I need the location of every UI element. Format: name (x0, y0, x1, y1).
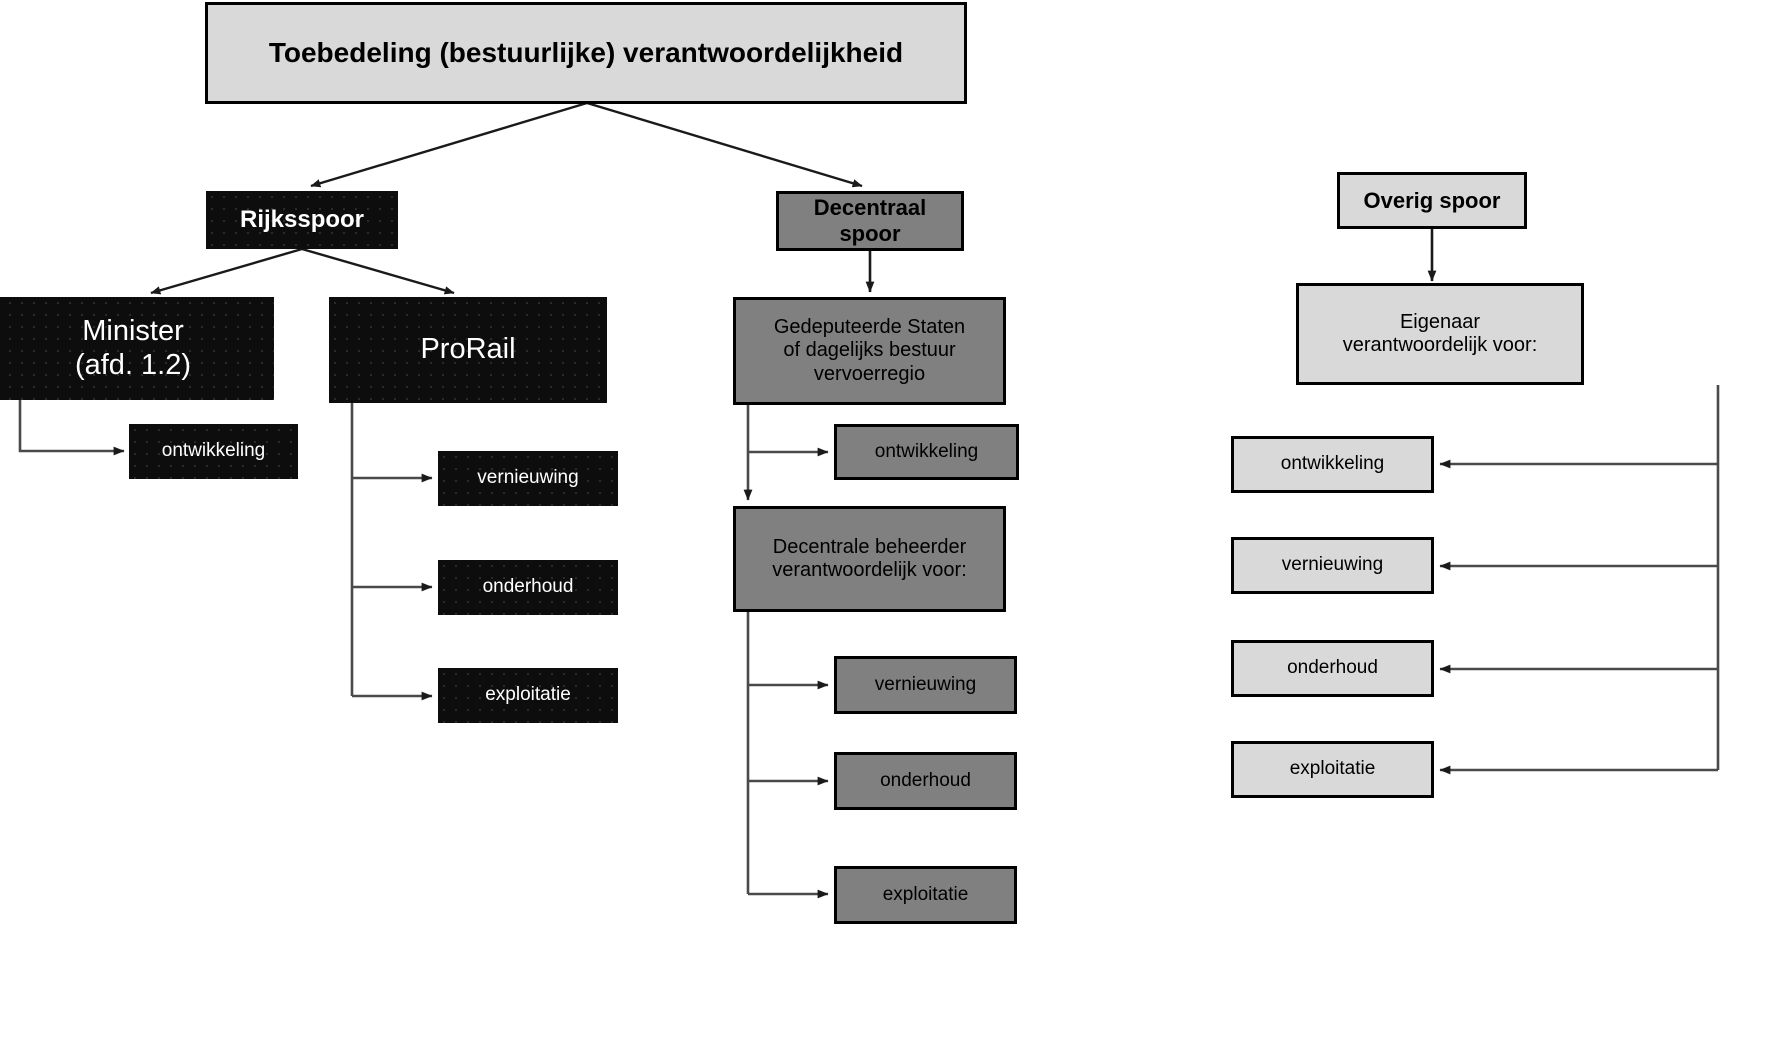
node-title[interactable]: Toebedeling (bestuurlijke) verantwoordel… (205, 2, 967, 104)
node-prorail-onderhoud[interactable]: onderhoud (438, 560, 618, 615)
node-title-label: Toebedeling (bestuurlijke) verantwoordel… (268, 36, 904, 68)
node-beheerder-vernieuwing[interactable]: vernieuwing (834, 656, 1017, 714)
node-decentrale-beheerder[interactable]: Decentrale beheerder verantwoordelijk vo… (733, 506, 1006, 612)
node-beheerder-onderhoud-label: onderhoud (880, 769, 971, 791)
node-beheerder-vernieuwing-label: vernieuwing (874, 673, 977, 695)
node-decentrale-beheerder-line2: verantwoordelijk voor: (772, 559, 967, 581)
node-eigenaar[interactable]: Eigenaar verantwoordelijk voor: (1296, 283, 1584, 385)
node-eigenaar-vernieuwing-label: vernieuwing (1281, 554, 1384, 576)
node-minister-label: Minister (afd. 1.2) (0, 315, 274, 382)
node-gedeputeerde-staten-line2: of dagelijks bestuur (783, 339, 956, 362)
node-prorail-exploitatie[interactable]: exploitatie (438, 668, 618, 723)
node-minister[interactable]: Minister (afd. 1.2) (0, 297, 274, 400)
node-decentrale-beheerder-label: Decentrale beheerder verantwoordelijk vo… (736, 536, 1003, 582)
node-gedeputeerde-staten[interactable]: Gedeputeerde Staten of dagelijks bestuur… (733, 297, 1006, 405)
node-beheerder-onderhoud[interactable]: onderhoud (834, 752, 1017, 810)
node-prorail-vernieuwing[interactable]: vernieuwing (438, 451, 618, 506)
node-eigenaar-exploitatie[interactable]: exploitatie (1231, 741, 1434, 798)
node-prorail-onderhoud-label: onderhoud (482, 576, 574, 598)
node-gedeputeerde-staten-line3: vervoerregio (813, 362, 926, 385)
node-decentraal-spoor[interactable]: Decentraal spoor (776, 191, 964, 251)
node-beheerder-exploitatie-label: exploitatie (882, 883, 969, 905)
node-beheerder-exploitatie[interactable]: exploitatie (834, 866, 1017, 924)
connector-minister-to-ontwikkeling (18, 400, 125, 456)
node-gedeputeerde-staten-line1: Gedeputeerde Staten (773, 316, 966, 339)
node-eigenaar-label: Eigenaar verantwoordelijk voor: (1299, 311, 1581, 357)
node-gedeputeerde-staten-label: Gedeputeerde Staten of dagelijks bestuur… (736, 316, 1003, 386)
node-eigenaar-ontwikkeling-label: ontwikkeling (1280, 453, 1385, 475)
node-gedeputeerde-ontwikkeling-label: ontwikkeling (874, 440, 979, 462)
connector-rijksspoor-to-prorail (301, 247, 455, 295)
node-overig-spoor-label: Overig spoor (1363, 187, 1501, 213)
node-rijksspoor-label: Rijksspoor (239, 206, 365, 234)
node-minister-ontwikkeling-label: ontwikkeling (161, 440, 266, 462)
node-prorail-exploitatie-label: exploitatie (485, 684, 571, 706)
node-minister-line2: (afd. 1.2) (74, 348, 192, 381)
connector-rijksspoor-to-minister (150, 247, 303, 295)
node-prorail-label: ProRail (420, 333, 516, 366)
node-minister-line1: Minister (82, 314, 184, 347)
node-gedeputeerde-ontwikkeling[interactable]: ontwikkeling (834, 424, 1019, 480)
node-eigenaar-line2: verantwoordelijk voor: (1342, 334, 1538, 356)
node-eigenaar-vernieuwing[interactable]: vernieuwing (1231, 537, 1434, 594)
node-eigenaar-onderhoud-label: onderhoud (1287, 657, 1378, 679)
node-decentraal-spoor-line1: Decentraal (813, 195, 927, 221)
node-rijksspoor[interactable]: Rijksspoor (206, 191, 398, 249)
node-eigenaar-ontwikkeling[interactable]: ontwikkeling (1231, 436, 1434, 493)
connector-title-to-rijksspoor (310, 101, 588, 188)
node-decentraal-spoor-line2: spoor (839, 221, 901, 246)
node-overig-spoor[interactable]: Overig spoor (1337, 172, 1527, 229)
node-decentraal-spoor-label: Decentraal spoor (779, 195, 961, 246)
node-minister-ontwikkeling[interactable]: ontwikkeling (129, 424, 298, 479)
node-eigenaar-onderhoud[interactable]: onderhoud (1231, 640, 1434, 697)
node-prorail-vernieuwing-label: vernieuwing (477, 467, 579, 489)
node-eigenaar-line1: Eigenaar (1399, 310, 1481, 333)
node-prorail[interactable]: ProRail (329, 297, 607, 403)
node-decentrale-beheerder-line1: Decentrale beheerder (772, 535, 967, 558)
connector-title-to-decentraal (586, 101, 863, 188)
node-eigenaar-exploitatie-label: exploitatie (1289, 758, 1376, 780)
